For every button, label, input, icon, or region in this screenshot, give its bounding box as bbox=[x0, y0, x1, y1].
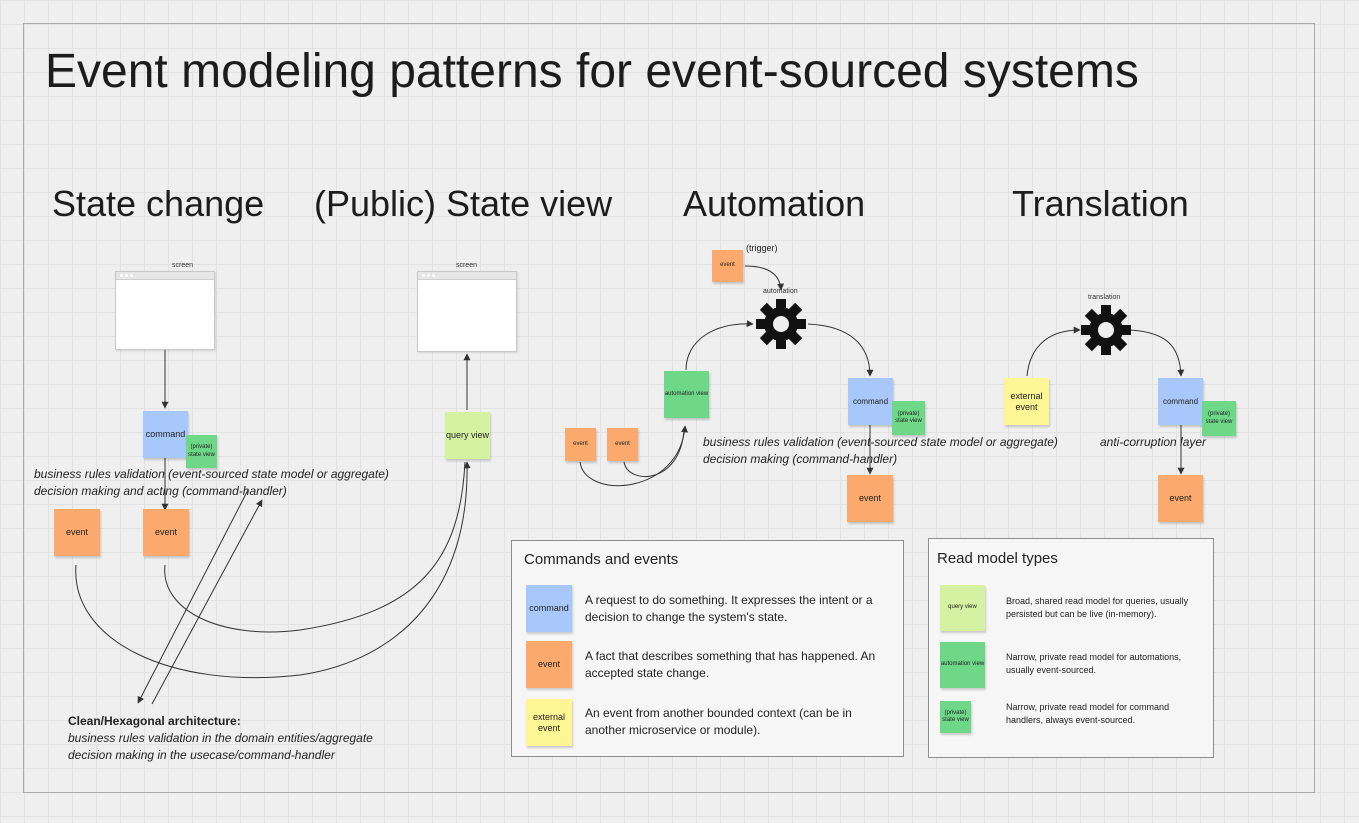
arrow-event2-to-query-view bbox=[164, 461, 466, 633]
section-title-state-change: State change bbox=[52, 183, 265, 224]
private-state-view-sticky: (private) state view bbox=[1202, 401, 1236, 436]
arrow-translation-to-command bbox=[1129, 329, 1185, 377]
state-change-note-line2: decision making and acting (command-hand… bbox=[34, 484, 287, 498]
gear-icon bbox=[1081, 305, 1131, 355]
arrow-clean-arch-2 bbox=[151, 499, 263, 705]
legend-command-description: A request to do something. It expresses … bbox=[585, 593, 873, 624]
translation-label: translation bbox=[1088, 294, 1121, 301]
arrow-event1-to-query-view bbox=[75, 461, 471, 679]
command-sticky: command bbox=[143, 411, 188, 458]
arrow-external-event-to-translation bbox=[1026, 326, 1081, 377]
legend-commands-and-events: Commands and events command A request to… bbox=[511, 540, 904, 757]
query-view-sticky: query view bbox=[445, 412, 490, 459]
legend-external-event-description: An event from another bounded context (c… bbox=[585, 706, 852, 737]
event-sticky: event bbox=[847, 475, 893, 522]
automation-note-line1: business rules validation (event-sourced… bbox=[703, 435, 1058, 449]
section-title-state-view: (Public) State view bbox=[314, 183, 613, 224]
arrow-gear-to-command bbox=[807, 323, 874, 377]
arrow-automation-view-to-gear bbox=[685, 320, 754, 371]
arrow-trigger-to-automation bbox=[744, 265, 785, 291]
trigger-event-sticky: event bbox=[712, 250, 743, 282]
anti-corruption-note: anti-corruption layer bbox=[1100, 435, 1207, 449]
window-icon bbox=[116, 272, 214, 280]
private-state-view-sticky: (private) state view bbox=[892, 401, 925, 435]
legend-query-view-sticky: query view bbox=[940, 585, 985, 631]
event-sticky: event bbox=[143, 509, 189, 556]
section-title-automation: Automation bbox=[683, 183, 866, 224]
command-sticky: command bbox=[1158, 378, 1203, 425]
legend-title: Commands and events bbox=[524, 551, 679, 568]
legend-private-state-view-sticky: (private) state view bbox=[940, 701, 971, 733]
gear-icon bbox=[756, 299, 806, 349]
automation-view-sticky: automation view bbox=[664, 371, 709, 418]
screen-mockup bbox=[417, 271, 517, 352]
legend-automation-view-sticky: automation view bbox=[940, 642, 985, 688]
clean-architecture-line2: decision making in the usecase/command-h… bbox=[68, 748, 335, 762]
clean-architecture-line1: business rules validation in the domain … bbox=[68, 731, 373, 745]
legend-external-event-sticky: external event bbox=[526, 699, 572, 746]
screen-label: screen bbox=[456, 262, 478, 269]
state-change-note-line1: business rules validation (event-sourced… bbox=[34, 467, 389, 481]
private-state-view-sticky: (private) state view bbox=[186, 435, 217, 468]
automation-label: automation bbox=[763, 288, 798, 295]
screen-label: screen bbox=[172, 262, 194, 269]
board-frame bbox=[23, 23, 1315, 793]
legend-read-model-types: Read model types query view Broad, share… bbox=[928, 538, 1214, 758]
section-title-translation: Translation bbox=[1012, 183, 1189, 224]
arrow-events-to-automation-view bbox=[579, 425, 689, 487]
arrow-event-b-to-automation-view bbox=[623, 429, 685, 477]
page-title: Event modeling patterns for event-source… bbox=[45, 45, 1139, 98]
legend-title: Read model types bbox=[937, 550, 1058, 567]
command-sticky: command bbox=[848, 378, 893, 425]
legend-event-sticky: event bbox=[526, 641, 572, 688]
arrow-clean-arch-1 bbox=[137, 489, 249, 704]
legend-automation-view-description: Narrow, private read model for automatio… bbox=[1006, 652, 1182, 675]
screen-mockup bbox=[115, 271, 215, 350]
legend-command-sticky: command bbox=[526, 585, 572, 632]
window-icon bbox=[418, 272, 516, 280]
legend-private-state-view-description: Narrow, private read model for command h… bbox=[1006, 702, 1170, 725]
clean-architecture-title: Clean/Hexagonal architecture: bbox=[68, 714, 241, 728]
event-sticky: event bbox=[54, 509, 100, 556]
event-sticky: event bbox=[1158, 475, 1203, 522]
event-sticky: event bbox=[607, 428, 638, 461]
automation-note-line2: decision making (command-handler) bbox=[703, 452, 898, 466]
trigger-label: (trigger) bbox=[746, 243, 778, 253]
legend-event-description: A fact that describes something that has… bbox=[585, 649, 876, 680]
legend-query-view-description: Broad, shared read model for queries, us… bbox=[1006, 596, 1189, 619]
external-event-sticky: external event bbox=[1004, 378, 1049, 425]
event-sticky: event bbox=[565, 428, 596, 461]
